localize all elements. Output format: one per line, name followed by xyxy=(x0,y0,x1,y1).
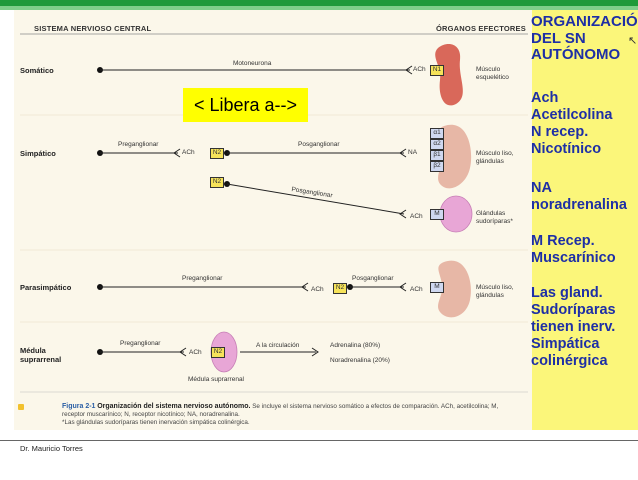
panel-line-acetilcolina: Acetilcolina xyxy=(531,107,613,123)
cns-header: SISTEMA NERVIOSO CENTRAL xyxy=(34,24,152,33)
caption-text-1: Se incluye el sistema nervioso somático … xyxy=(62,403,499,418)
figure-caption: Figura 2-1 Organización del sistema nerv… xyxy=(62,403,522,427)
sweat-gland-shape xyxy=(439,195,473,233)
somatic-receptor-box: N1 xyxy=(430,65,444,76)
para-receptor: M xyxy=(430,282,444,293)
adrenal-pre-terminal xyxy=(179,347,187,357)
adrenal-circ-label: A la circulación xyxy=(256,342,300,349)
smooth-muscle-shape-1 xyxy=(438,124,472,189)
adrenal-output-1: Adrenalina (80%) xyxy=(330,342,381,349)
adrenal-output-2: Noradrenalina (20%) xyxy=(330,357,390,364)
symp-receptor-beta2: β2 xyxy=(430,161,444,172)
panel-line-simpatica: Simpática xyxy=(531,336,600,352)
caption-text-2: *Las glándulas sudoríparas tienen inerva… xyxy=(62,419,250,426)
mouse-cursor-icon: ↖ xyxy=(628,35,638,47)
adrenal-gang-nt: ACh xyxy=(189,349,202,356)
slide-footer xyxy=(0,440,638,480)
panel-line-tienen-inerv: tienen inerv. xyxy=(531,319,616,335)
panel-line-las-gland: Las gland. xyxy=(531,285,603,301)
panel-line-n-recep: N recep. xyxy=(531,124,589,140)
panel-line-noradrenalina: noradrenalina xyxy=(531,197,627,213)
row-label-adrenal: Médula suprarrenal xyxy=(20,346,62,364)
para-pre-terminal xyxy=(301,282,309,292)
smooth-muscle-shape-2 xyxy=(438,260,471,318)
symp-sweat-gang-receptor: N2 xyxy=(210,177,224,188)
panel-line-muscarinico: Muscarínico xyxy=(531,250,616,266)
adrenal-organ-label: Médula suprarrenal xyxy=(188,376,245,383)
author-credit: Dr. Mauricio Torres xyxy=(20,444,83,453)
panel-line-ach: Ach xyxy=(531,90,559,106)
adrenal-circ-arrowhead xyxy=(311,347,319,357)
panel-line-nicotinico: Nicotínico xyxy=(531,141,602,157)
para-gang-nt: ACh xyxy=(311,286,324,293)
row-label-somatic: Somático xyxy=(20,66,54,75)
row-label-parasympathetic: Parasimpático xyxy=(20,283,72,292)
panel-line-colinergica: colinérgica xyxy=(531,353,608,369)
caption-figure-number: Figura 2-1 xyxy=(62,403,96,410)
para-gang-receptor: N2 xyxy=(333,283,347,294)
symp-post-label: Posganglionar xyxy=(298,141,340,148)
symp-sweat-receptor: M xyxy=(430,209,444,220)
para-post-terminal xyxy=(399,282,407,292)
symp-receptor-alpha1: α1 xyxy=(430,128,444,139)
row-label-sympathetic: Simpático xyxy=(20,149,56,158)
symp-receptor-alpha2: α2 xyxy=(430,139,444,150)
symp-pre-label: Preganglionar xyxy=(118,141,159,148)
somatic-terminal xyxy=(405,65,413,75)
effectors-header: ÓRGANOS EFECTORES xyxy=(436,24,526,33)
somatic-neuron-label: Motoneurona xyxy=(233,60,272,67)
para-post-label: Posganglionar xyxy=(352,275,394,282)
caption-marker xyxy=(18,404,24,410)
panel-line-sudoriparas: Sudoríparas xyxy=(531,302,616,318)
symp-receptor-beta1: β1 xyxy=(430,150,444,161)
panel-title: ORGANIZACIÓN DEL SN AUTÓNOMO xyxy=(531,13,638,63)
summary-panel xyxy=(532,10,638,430)
adrenal-pre-label: Preganglionar xyxy=(120,340,161,347)
libera-callout: < Libera a--> xyxy=(183,88,308,122)
symp-pre-terminal xyxy=(173,148,181,158)
symp-gang-nt: ACh xyxy=(182,149,195,156)
somatic-target: Músculo esquelético xyxy=(476,66,509,81)
symp-sweat-target: Glándulas sudoríparas* xyxy=(476,210,513,225)
adrenal-gang-receptor: N2 xyxy=(211,347,225,358)
para-pre-label: Preganglionar xyxy=(182,275,223,282)
para-nt: ACh xyxy=(410,286,423,293)
top-accent-bar-light xyxy=(0,6,638,10)
symp-post-terminal xyxy=(399,148,407,158)
symp-sweat-terminal xyxy=(399,209,407,219)
caption-title: Organización del sistema nervioso autóno… xyxy=(97,403,251,410)
symp-target: Músculo liso, glándulas xyxy=(476,150,514,165)
symp-nt: NA xyxy=(408,149,418,156)
skeletal-muscle-shape xyxy=(435,44,463,106)
symp-gang-receptor: N2 xyxy=(210,148,224,159)
para-target: Músculo liso, glándulas xyxy=(476,284,514,299)
panel-line-m-recep: M Recep. xyxy=(531,233,595,249)
somatic-nt: ACh xyxy=(413,66,426,73)
symp-sweat-nt: ACh xyxy=(410,213,423,220)
top-accent-bar xyxy=(0,0,638,6)
panel-line-na: NA xyxy=(531,180,552,196)
symp-sweat-axon xyxy=(226,183,405,215)
